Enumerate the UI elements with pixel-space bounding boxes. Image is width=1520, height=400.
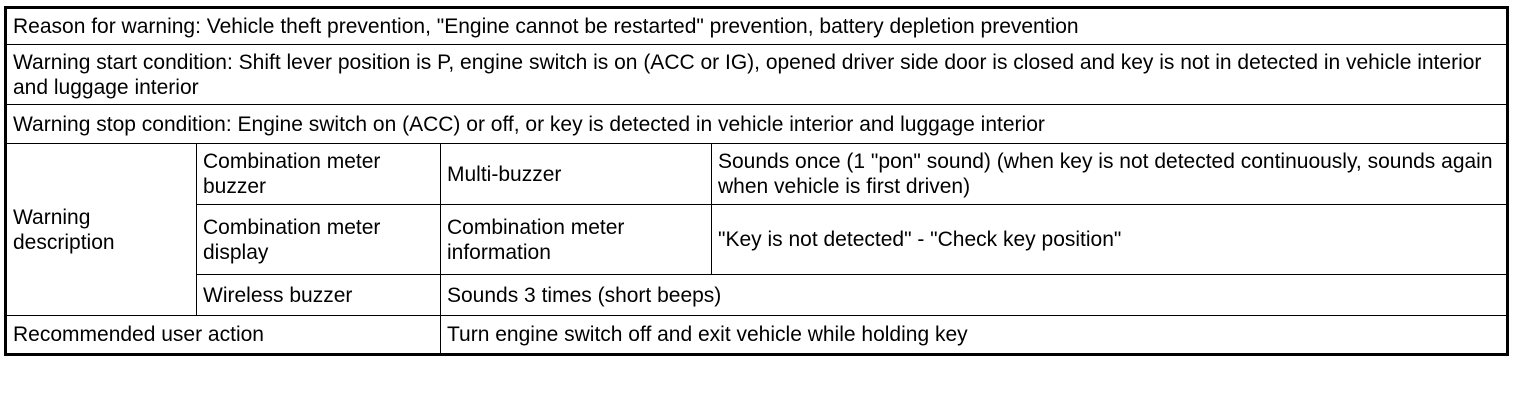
start-condition-cell: Warning start condition: Shift lever pos… (4, 44, 1509, 105)
table-row: Combination meter display Combination me… (6, 204, 1509, 275)
type-cell: Multi-buzzer (440, 143, 712, 205)
recommended-action-label: Recommended user action (5, 315, 441, 355)
stop-condition-cell: Warning stop condition: Engine switch on… (4, 104, 1509, 144)
device-cell: Combination meter display (196, 204, 441, 275)
behavior-cell: Sounds 3 times (short beeps) (439, 274, 1509, 316)
device-cell: Combination meter buzzer (196, 143, 441, 205)
table-row-reason: Reason for warning: Vehicle theft preven… (4, 7, 1509, 45)
reason-cell: Reason for warning: Vehicle theft preven… (4, 7, 1509, 45)
behavior-cell: Sounds once (1 "pon" sound) (when key is… (710, 143, 1509, 205)
table-row-recommended-action: Recommended user action Turn engine swit… (5, 315, 1509, 355)
warning-description-label: Warning description (5, 143, 197, 316)
table-row: Warning description Combination meter bu… (5, 143, 1509, 316)
device-cell: Wireless buzzer (196, 274, 441, 316)
table-row: Wireless buzzer Sounds 3 times (short be… (6, 274, 1509, 316)
type-cell: Combination meter information (440, 204, 712, 275)
table-row-start-condition: Warning start condition: Shift lever pos… (4, 44, 1509, 105)
table-row-stop-condition: Warning stop condition: Engine switch on… (4, 104, 1509, 144)
behavior-cell: "Key is not detected" - "Check key posit… (710, 204, 1509, 275)
warning-table: Reason for warning: Vehicle theft preven… (4, 6, 1510, 356)
recommended-action-value: Turn engine switch off and exit vehicle … (439, 315, 1509, 355)
